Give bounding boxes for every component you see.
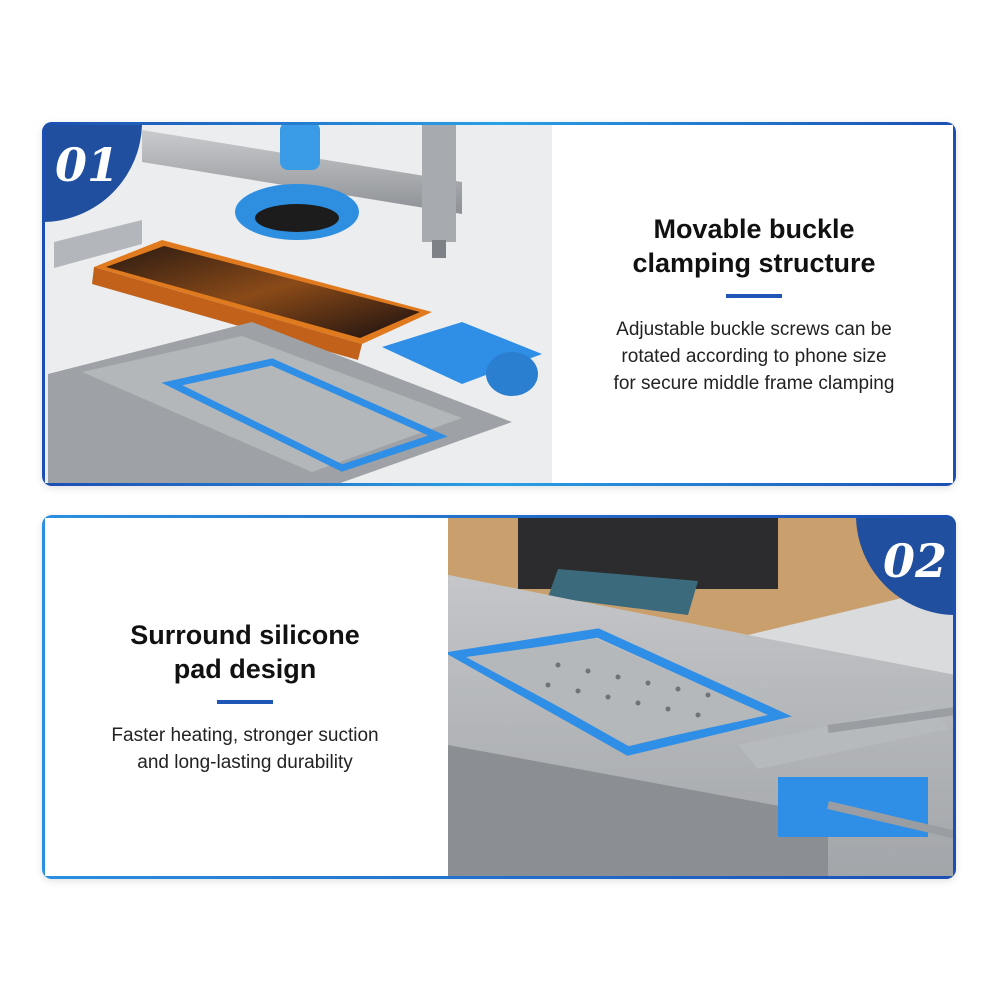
feature-title: Surround silicone pad design — [130, 620, 360, 684]
feature-description: Adjustable buckle screws can be rotated … — [613, 318, 895, 394]
feature-number: 01 — [54, 138, 119, 192]
feature-card-2: Surround silicone pad design Faster heat… — [42, 515, 956, 879]
feature-2-text: Surround silicone pad design Faster heat… — [42, 515, 448, 879]
feature-card-1: 01 Movable buckle clamping structure Adj… — [42, 122, 956, 486]
title-divider — [217, 700, 273, 704]
feature-1-text: Movable buckle clamping structure Adjust… — [552, 122, 956, 486]
feature-title: Movable buckle clamping structure — [632, 213, 876, 278]
feature-description: Faster heating, stronger suction and lon… — [111, 725, 379, 773]
title-divider — [726, 293, 782, 298]
feature-number: 02 — [882, 534, 947, 588]
